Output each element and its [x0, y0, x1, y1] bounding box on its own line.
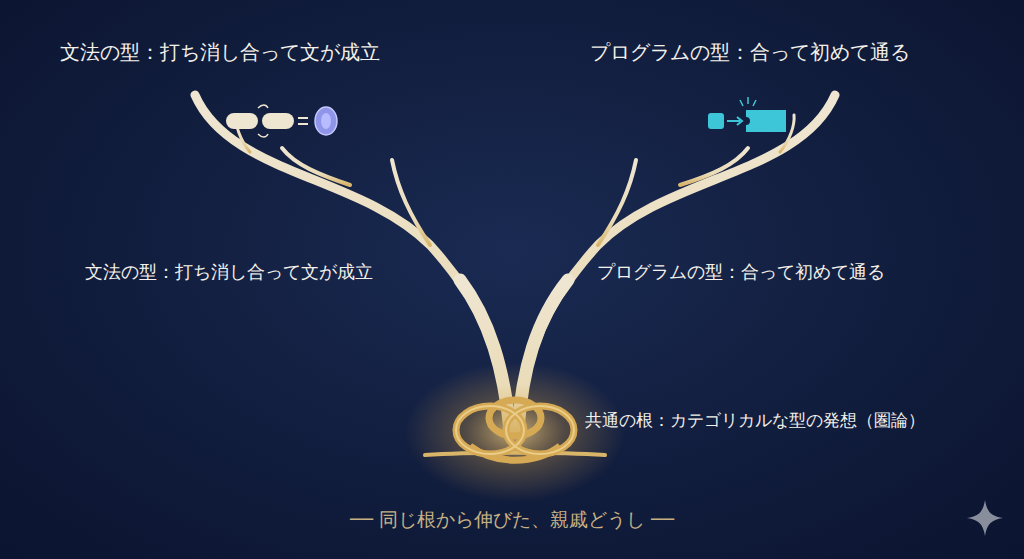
sparkle-mark	[967, 500, 1003, 536]
branch-heading: 文法の型：打ち消し合って文が成立	[60, 40, 380, 64]
knot-highlight	[456, 406, 574, 454]
knot-symbol	[456, 400, 574, 460]
branch-label: 文法の型：打ち消し合って文が成立	[85, 261, 373, 283]
caption: ── 同じ根から伸びた、親戚どうし ──	[350, 508, 674, 531]
branch-heading: プログラムの型：合って初めて通る	[590, 40, 910, 64]
cancel-icon	[226, 105, 337, 137]
root-line	[425, 453, 605, 455]
root-label: 共通の根：カテゴリカルな型の発想（圏論）	[585, 410, 925, 430]
fit-icon	[708, 97, 786, 132]
branch-label: プログラムの型：合って初めて通る	[597, 261, 885, 283]
